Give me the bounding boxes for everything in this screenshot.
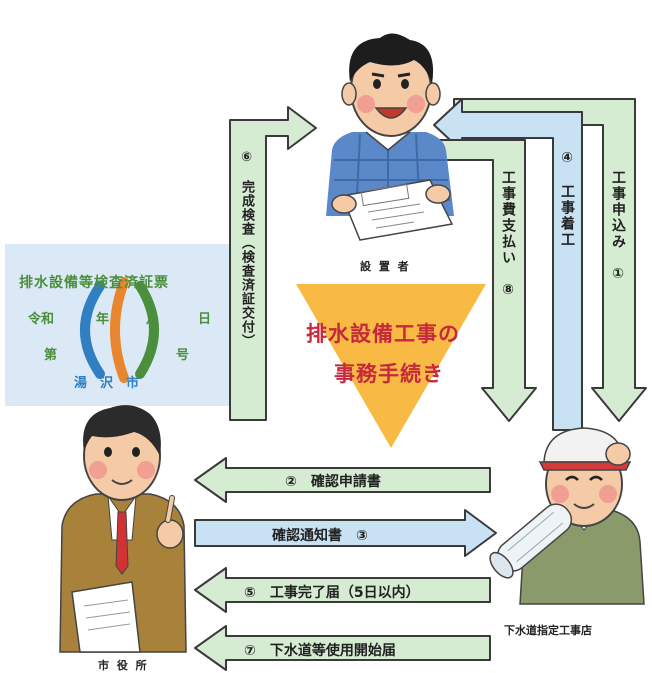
arrow-step-2 bbox=[194, 457, 491, 503]
center-triangle bbox=[296, 284, 486, 448]
step-3-label: 確認通知書 ③ bbox=[272, 528, 368, 544]
city-office-illustration bbox=[59, 405, 187, 653]
certificate-day: 日 bbox=[198, 312, 212, 327]
certificate-emblem bbox=[80, 277, 159, 383]
certificate-reiwa: 令和 bbox=[28, 312, 55, 327]
center-title-line1: 排水設備工事の bbox=[306, 322, 460, 346]
owner-label: 設 置 者 bbox=[360, 260, 411, 273]
center-title-line2: 事務手続き bbox=[334, 362, 444, 386]
step-8-label: 工事費支払い ⑧ bbox=[500, 170, 516, 300]
city-office-label: 市 役 所 bbox=[98, 659, 149, 672]
arrow-step-8 bbox=[439, 139, 537, 422]
step-5-label: ⑤ 工事完了届（5日以内） bbox=[244, 585, 420, 601]
arrow-step-3 bbox=[194, 509, 497, 557]
step-7-label: ⑦ 下水道等使用開始届 bbox=[244, 643, 396, 659]
arrow-step-6 bbox=[229, 106, 317, 421]
arrow-step-7 bbox=[194, 625, 491, 671]
contractor-illustration bbox=[489, 427, 645, 605]
owner-illustration bbox=[326, 33, 454, 241]
contractor-label: 下水道指定工事店 bbox=[504, 624, 592, 637]
certificate-month: 月 bbox=[146, 312, 160, 327]
arrow-step-4 bbox=[433, 98, 583, 431]
step-1-label: 工事申込み ① bbox=[610, 170, 626, 284]
certificate-city: 湯 沢 市 bbox=[74, 376, 140, 391]
certificate-dai: 第 bbox=[44, 348, 58, 363]
certificate-title: 排水設備等検査済証票 bbox=[19, 275, 169, 291]
step-4-label: ④ 工事着工 bbox=[559, 150, 575, 248]
certificate-go: 号 bbox=[176, 348, 190, 363]
certificate-year: 年 bbox=[96, 312, 110, 327]
step-6-label: ⑥ 完成検査（検査済証交付） bbox=[239, 150, 254, 348]
arrow-step-5 bbox=[194, 567, 491, 613]
step-2-label: ② 確認申請書 bbox=[285, 474, 381, 490]
